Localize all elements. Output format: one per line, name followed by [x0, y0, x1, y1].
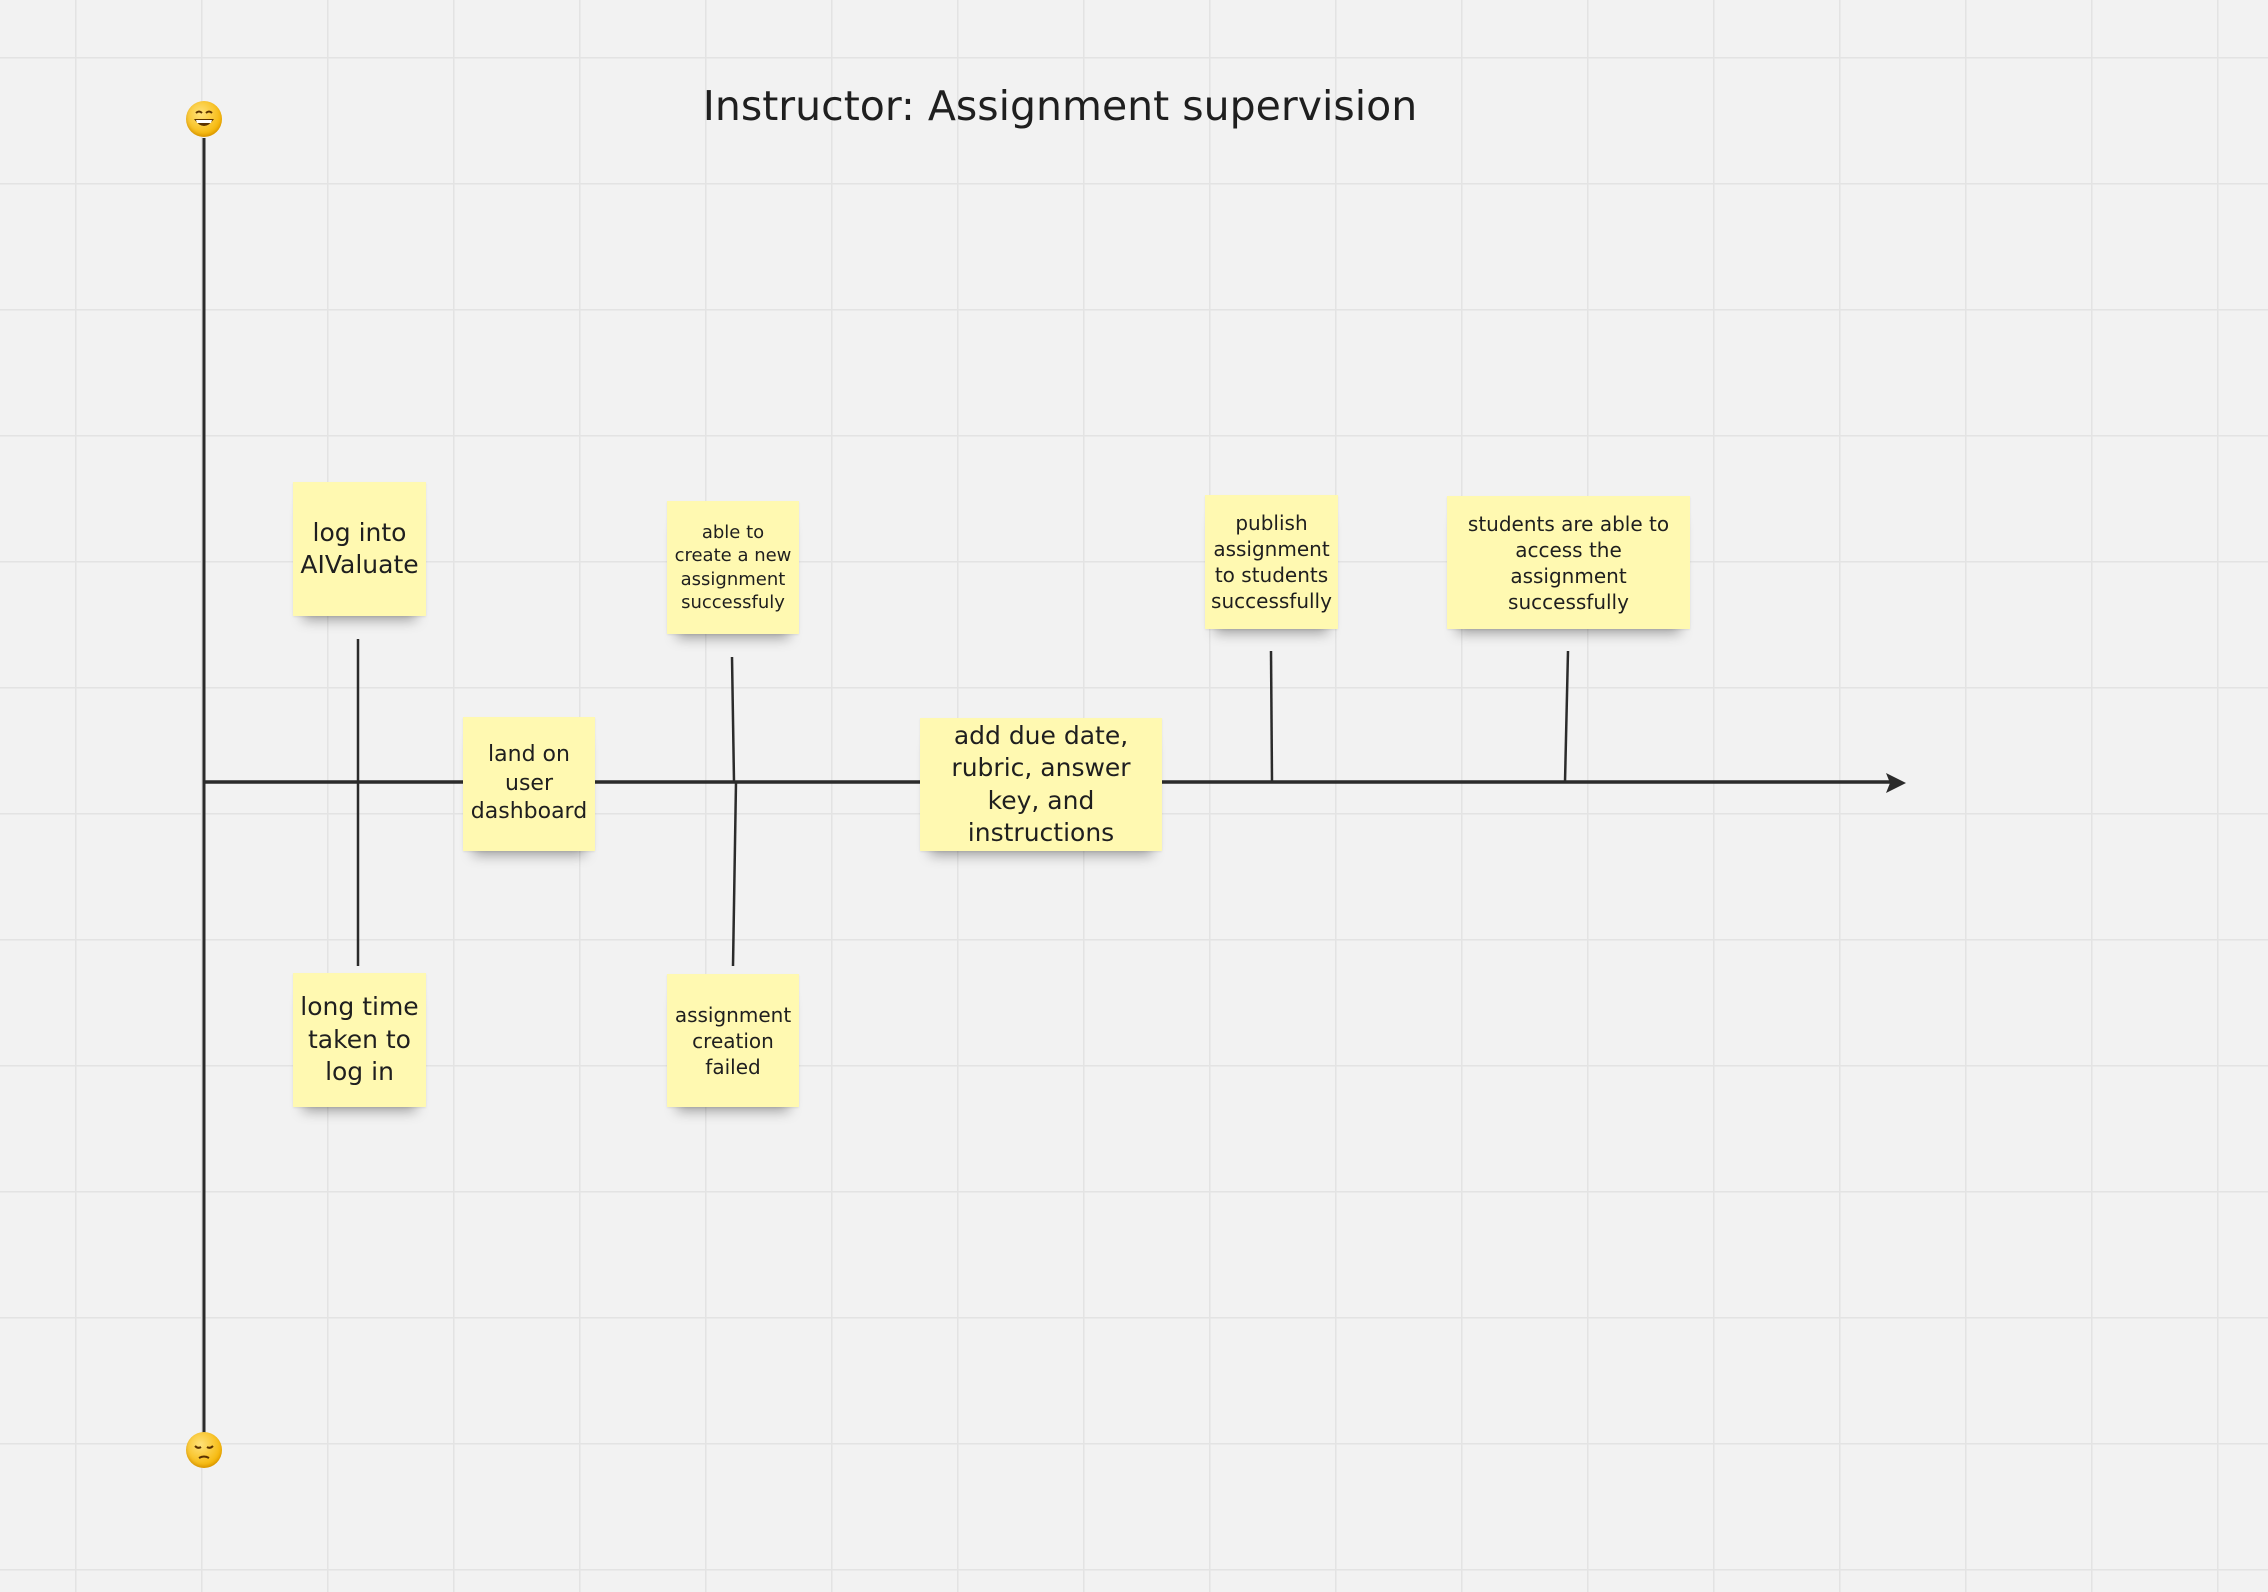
sticky-long-login[interactable]: long time taken to log in — [293, 973, 426, 1107]
sticky-access[interactable]: students are able to access the assignme… — [1447, 496, 1690, 629]
sticky-publish-text: publish assignment to students successfu… — [1211, 511, 1332, 613]
connector-create-fail — [731, 781, 738, 967]
connector-access — [1563, 650, 1570, 783]
pensive-face-icon — [186, 1432, 222, 1468]
sticky-access-text: students are able to access the assignme… — [1467, 511, 1670, 614]
timeline-arrowhead — [1886, 773, 1906, 793]
board-title: Instructor: Assignment supervision — [702, 82, 1418, 130]
sticky-log-in-text: log into AIValuate — [300, 517, 419, 580]
sticky-create-fail-text: assignment creation failed — [674, 1002, 792, 1079]
sticky-long-login-text: long time taken to log in — [300, 992, 419, 1087]
sticky-create-fail[interactable]: assignment creation failed — [667, 974, 799, 1107]
sticky-add-details-text: add due date, rubric, answer key, and in… — [951, 720, 1131, 848]
connector-create-ok — [730, 656, 736, 783]
grinning-face-icon — [186, 101, 222, 137]
sticky-log-in[interactable]: log into AIValuate — [293, 482, 426, 616]
sticky-create-ok-text: able to create a new assignment successf… — [674, 521, 792, 613]
sticky-create-ok[interactable]: able to create a new assignment successf… — [667, 501, 799, 634]
sticky-dashboard-text: land on user dashboard — [470, 742, 588, 825]
connector-publish — [1269, 650, 1274, 783]
sticky-publish[interactable]: publish assignment to students successfu… — [1205, 495, 1338, 629]
sticky-add-details[interactable]: add due date, rubric, answer key, and in… — [920, 718, 1162, 851]
sticky-dashboard[interactable]: land on user dashboard — [463, 717, 595, 851]
